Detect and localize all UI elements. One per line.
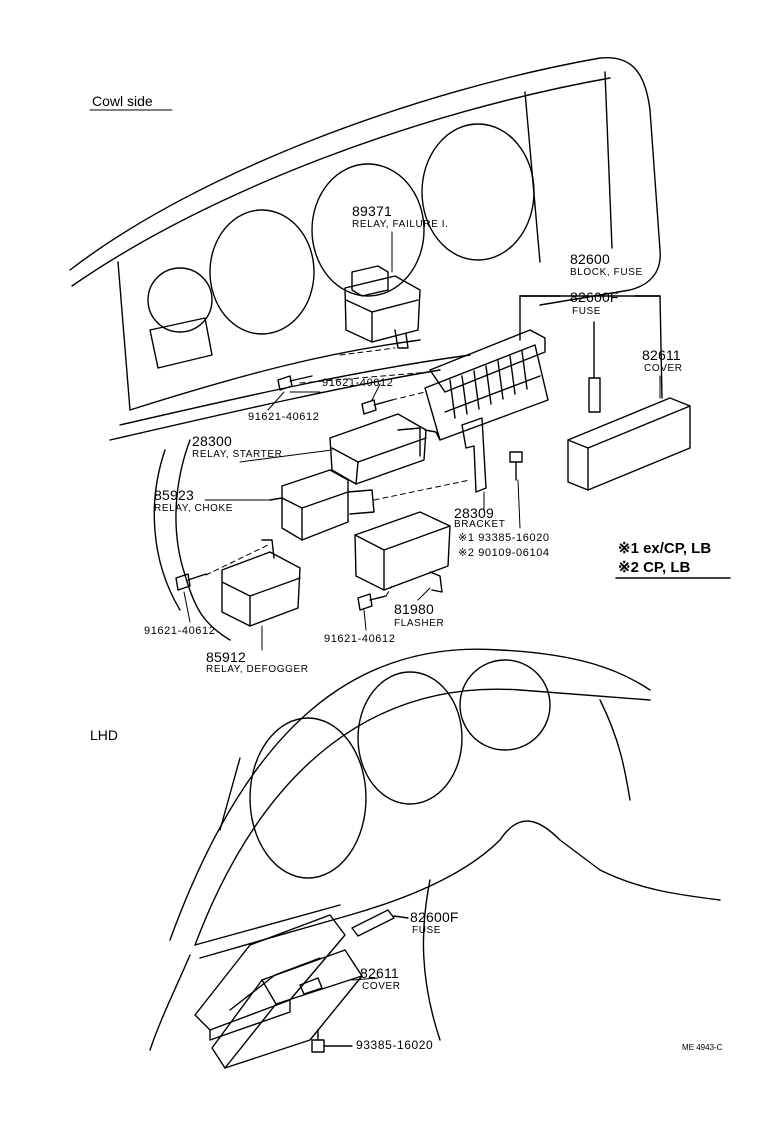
part-number-28309: 28309 bbox=[454, 505, 494, 521]
screw-2-mark: ※2 bbox=[458, 547, 475, 559]
part-number-81980: 81980 bbox=[394, 601, 434, 617]
screw-2-number: 90109-06104 bbox=[478, 547, 550, 559]
part-number-bolt-c: 91621-40612 bbox=[144, 625, 216, 637]
lhd-fuse-box-drawing bbox=[194, 914, 363, 1069]
part-number-bolt-a: 91621-40612 bbox=[322, 377, 394, 389]
fuse-block-drawing bbox=[424, 295, 663, 441]
part-number-28300: 28300 bbox=[192, 433, 232, 449]
part-number-85912: 85912 bbox=[206, 649, 246, 665]
bracket-drawing bbox=[461, 417, 487, 493]
section-title-lhd: LHD bbox=[90, 727, 119, 743]
lhd-part-number-82600f: 82600F bbox=[410, 909, 459, 925]
lhd-part-number-screw: 93385-16020 bbox=[356, 1038, 434, 1052]
part-name-starter-relay: RELAY, STARTER bbox=[192, 449, 283, 460]
flasher-drawing bbox=[354, 511, 451, 593]
part-name-defogger-relay: RELAY, DEFOGGER bbox=[206, 664, 309, 675]
lower-dashboard-outline bbox=[149, 648, 721, 1051]
lhd-leader-lines bbox=[351, 977, 379, 981]
part-number-bolt-d: 91621-40612 bbox=[324, 633, 396, 645]
part-number-89371: 89371 bbox=[352, 203, 392, 219]
lhd-fuse-drawing bbox=[351, 909, 409, 937]
failure-relay-drawing bbox=[344, 265, 421, 349]
bracket-screw-drawing bbox=[509, 451, 523, 481]
part-number-85923: 85923 bbox=[154, 487, 194, 503]
upper-dashboard-outline bbox=[69, 56, 661, 641]
part-number-82600f: 82600F bbox=[570, 289, 619, 305]
lhd-screw-drawing bbox=[311, 1029, 353, 1053]
part-name-choke-relay: RELAY, CHOKE bbox=[154, 503, 234, 514]
part-number-bolt-b: 91621-40612 bbox=[248, 411, 320, 423]
choke-relay-drawing bbox=[269, 469, 375, 541]
part-name-failure-relay: RELAY, FAILURE I. bbox=[352, 219, 449, 230]
part-name-bracket: BRACKET bbox=[454, 519, 506, 530]
fuse-cover-drawing bbox=[567, 397, 691, 491]
part-name-flasher: FLASHER bbox=[394, 618, 445, 629]
section-title-cowl-side: Cowl side bbox=[92, 93, 153, 109]
part-name-fuse: FUSE bbox=[572, 306, 602, 317]
defogger-relay-drawing bbox=[221, 539, 301, 627]
part-number-82611: 82611 bbox=[642, 347, 681, 363]
assembly-lines bbox=[205, 347, 471, 597]
lhd-part-name-cover: COVER bbox=[362, 981, 401, 992]
note-2: ※2 CP, LB bbox=[618, 559, 691, 576]
lhd-part-name-fuse: FUSE bbox=[412, 925, 442, 936]
screw-1-callout: ※1 93385-16020 bbox=[458, 533, 550, 544]
fuse-drawing bbox=[588, 321, 601, 413]
diagram-code: ME 4943-C bbox=[682, 1043, 723, 1052]
starter-relay-drawing bbox=[329, 413, 427, 485]
lhd-part-number-82611: 82611 bbox=[360, 965, 399, 981]
part-name-cover: COVER bbox=[644, 363, 683, 374]
bolt-drawings bbox=[175, 375, 393, 611]
screw-1-number: 93385-16020 bbox=[478, 532, 550, 544]
part-name-fuse-block: BLOCK, FUSE bbox=[570, 267, 643, 278]
screw-1-mark: ※1 bbox=[458, 532, 475, 544]
part-number-82600: 82600 bbox=[570, 251, 610, 267]
note-1: ※1 ex/CP, LB bbox=[618, 540, 712, 557]
leader-lines bbox=[89, 109, 661, 651]
screw-2-callout: ※2 90109-06104 bbox=[458, 548, 550, 559]
